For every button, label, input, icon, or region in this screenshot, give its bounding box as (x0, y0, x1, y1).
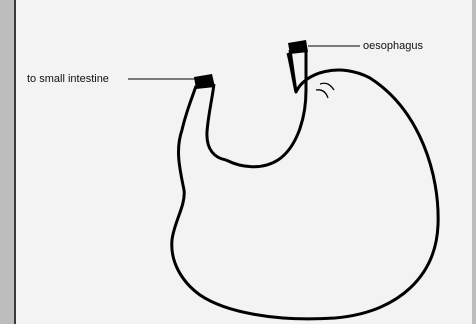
fold-line (320, 83, 334, 90)
oesophagus-cap (288, 40, 308, 54)
fold-line (316, 90, 328, 98)
lesser-curvature (226, 90, 306, 167)
duodenum-inner-edge (207, 84, 226, 160)
small-intestine-label: to small intestine (27, 73, 109, 85)
intestine-cap (194, 74, 215, 89)
oesophagus-label: oesophagus (363, 40, 423, 52)
